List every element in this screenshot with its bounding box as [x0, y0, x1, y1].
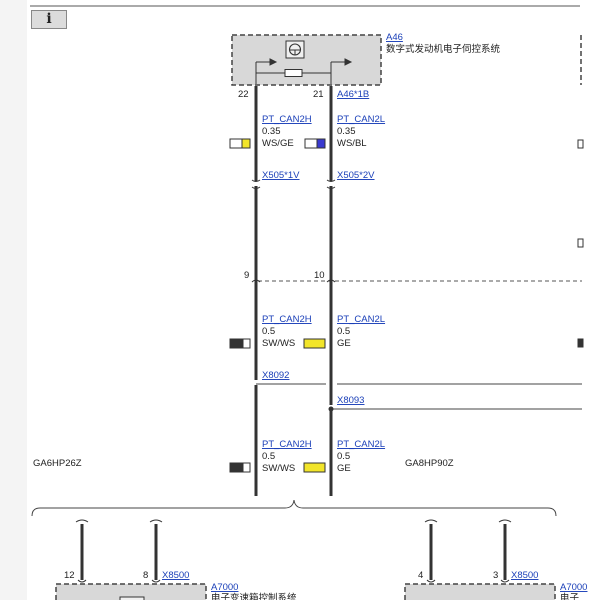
- upper-left-size: 0.35: [262, 126, 281, 137]
- upper-left-color: WS/GE: [262, 138, 294, 149]
- top-connector-link[interactable]: A46*1B: [337, 89, 369, 100]
- bottom-left-pin-b: 8: [143, 570, 148, 581]
- right-edge-swatch-2: [577, 238, 584, 248]
- variant-left-label: GA6HP26Z: [33, 458, 82, 469]
- steering-wheel-icon: [285, 40, 305, 59]
- splice-dot-x8093: [328, 406, 334, 412]
- middle-left-color: SW/WS: [262, 338, 295, 349]
- upper-right-color: WS/BL: [337, 138, 367, 149]
- middle-left-signal-link[interactable]: PT_CAN2H: [262, 314, 312, 325]
- junction-connector-marks: [251, 279, 336, 283]
- lower-right-signal-link[interactable]: PT_CAN2L: [337, 439, 385, 450]
- upper-right-size: 0.35: [337, 126, 356, 137]
- bottom-right-module-name: 电子: [560, 592, 580, 600]
- bottom-left-pin-a: 12: [64, 570, 75, 581]
- junction-pin-left: 9: [244, 270, 249, 281]
- middle-right-connector-link[interactable]: X8093: [337, 395, 364, 406]
- junction-pin-right: 10: [314, 270, 325, 281]
- bottom-left-module-name: 电子变速箱控制系统: [211, 592, 297, 600]
- bottom-left-module-ref-link[interactable]: A7000: [211, 582, 238, 593]
- top-pin-left: 22: [238, 89, 249, 100]
- lower-left-size: 0.5: [262, 451, 275, 462]
- variant-brace: [31, 499, 557, 517]
- top-module-name: 数字式发动机电子伺控系统: [386, 43, 501, 55]
- lower-left-color-swatch: [229, 462, 251, 473]
- middle-right-signal-link[interactable]: PT_CAN2L: [337, 314, 385, 325]
- bottom-right-connector-link[interactable]: X8500: [511, 570, 538, 581]
- right-edge-swatch-3: [577, 338, 584, 348]
- bottom-left-module-icon: [119, 596, 145, 600]
- lower-right-size: 0.5: [337, 451, 350, 462]
- middle-left-size: 0.5: [262, 326, 275, 337]
- bottom-left-wires[interactable]: [80, 524, 158, 580]
- top-module-box: [231, 34, 382, 86]
- bottom-right-wires[interactable]: [429, 524, 507, 580]
- bus-resistor-icon: [255, 58, 353, 84]
- bottom-left-connector-link[interactable]: X8500: [162, 570, 189, 581]
- middle-right-size: 0.5: [337, 326, 350, 337]
- upper-right-connector-link[interactable]: X505*2V: [337, 170, 375, 181]
- variant-right-label: GA8HP90Z: [405, 458, 454, 469]
- wire-break-ticks: [251, 179, 336, 189]
- bottom-right-pin-a: 4: [418, 570, 423, 581]
- middle-left-color-swatch: [229, 338, 251, 349]
- upper-left-color-swatch: [229, 138, 251, 149]
- lower-left-signal-link[interactable]: PT_CAN2H: [262, 439, 312, 450]
- upper-right-color-swatch: [304, 138, 326, 149]
- bottom-right-pin-b: 3: [493, 570, 498, 581]
- top-pin-right: 21: [313, 89, 324, 100]
- lower-right-color-swatch: [303, 462, 326, 473]
- upper-left-connector-link[interactable]: X505*1V: [262, 170, 300, 181]
- diagram-sheet: [27, 0, 601, 600]
- bottom-left-wire-ends: [75, 519, 163, 583]
- middle-right-color-swatch: [303, 338, 326, 349]
- bottom-right-module-box[interactable]: [404, 583, 556, 600]
- bottom-left-module-box[interactable]: [55, 583, 207, 600]
- bottom-right-module-ref-link[interactable]: A7000: [560, 582, 587, 593]
- right-edge-swatch-1: [577, 139, 584, 149]
- bottom-right-wire-ends: [424, 519, 512, 583]
- top-module[interactable]: [231, 34, 382, 86]
- middle-left-connector-link[interactable]: X8092: [262, 370, 289, 381]
- info-button[interactable]: i: [31, 10, 67, 29]
- lower-left-color: SW/WS: [262, 463, 295, 474]
- top-module-ref-link[interactable]: A46: [386, 32, 403, 43]
- middle-right-color: GE: [337, 338, 351, 349]
- lower-right-color: GE: [337, 463, 351, 474]
- upper-left-signal-link[interactable]: PT_CAN2H: [262, 114, 312, 125]
- upper-right-signal-link[interactable]: PT_CAN2L: [337, 114, 385, 125]
